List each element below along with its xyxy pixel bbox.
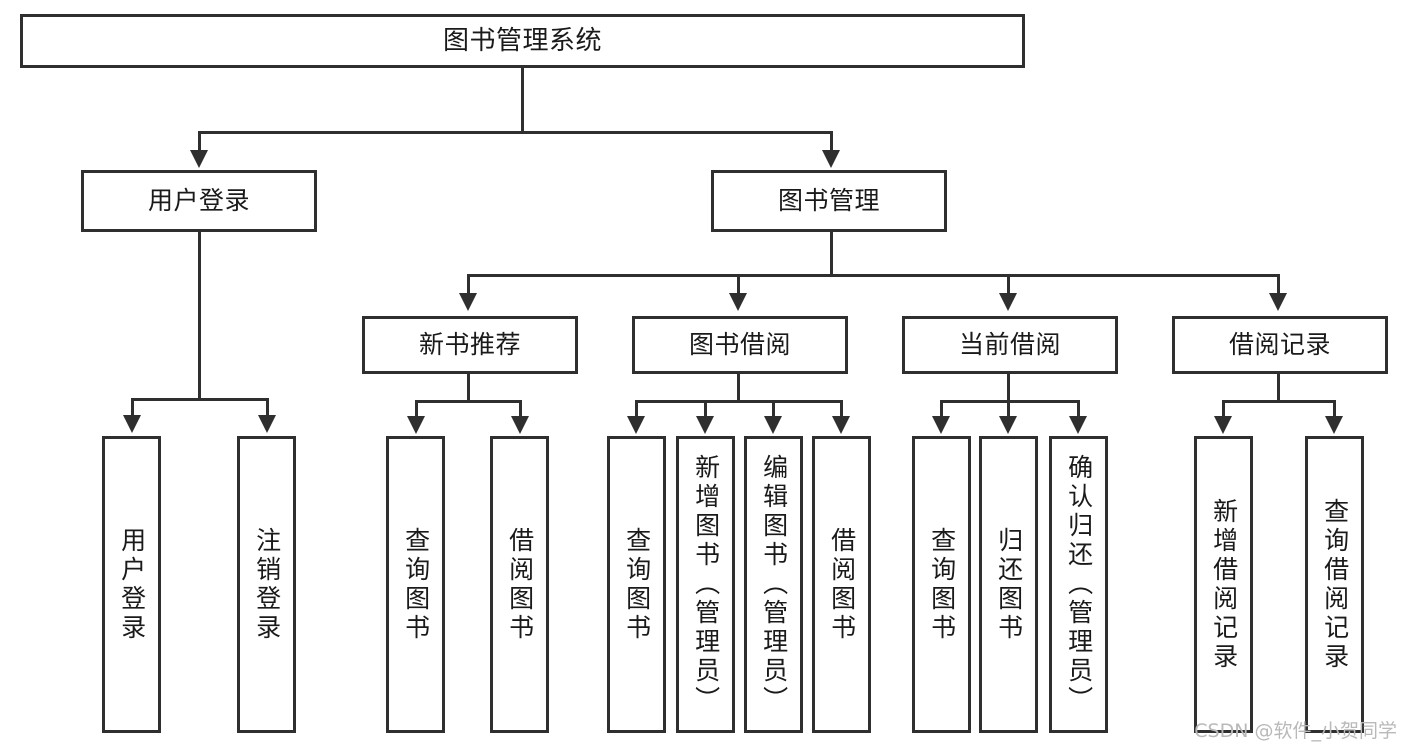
node-leaf-user-login[interactable]: 用户登录: [102, 436, 161, 733]
arrow-cb-to-leaf-3: [1069, 416, 1087, 434]
connector-bb-to-leaf-4: [840, 400, 843, 418]
connector-cb-to-leaf-3: [1077, 400, 1080, 418]
connector-bm-to-new-book-recommend: [467, 274, 470, 296]
node-root-library-management-system[interactable]: 图书管理系统: [20, 14, 1025, 68]
node-label: 查询图书: [622, 526, 652, 643]
arrow-user-login-to-leaf-1: [123, 415, 141, 433]
node-leaf-edit-book[interactable]: 编辑图书（管理员）: [744, 436, 803, 733]
connector-br-bus: [1222, 400, 1336, 403]
node-leaf-query-book-1[interactable]: 查询图书: [386, 436, 445, 733]
arrow-bb-to-leaf-4: [832, 416, 850, 434]
arrow-root-to-user-login: [190, 150, 208, 168]
connector-cb-to-leaf-1: [940, 400, 943, 418]
node-leaf-confirm-return[interactable]: 确认归还（管理员）: [1049, 436, 1108, 733]
node-label: 归还图书: [994, 526, 1024, 643]
arrow-bm-to-new-book-recommend: [459, 293, 477, 311]
connector-bb-to-leaf-2: [704, 400, 707, 418]
connector-nbr-to-leaf-2: [519, 400, 522, 418]
connector-bm-to-current-borrow: [1007, 274, 1010, 296]
node-label: 借阅图书: [827, 526, 857, 643]
node-book-management[interactable]: 图书管理: [711, 170, 947, 232]
node-current-borrow[interactable]: 当前借阅: [902, 316, 1118, 374]
connector-user-login-to-leaf-1: [131, 398, 134, 418]
node-label: 用户登录: [147, 186, 250, 216]
node-label: 新增借阅记录: [1209, 497, 1239, 672]
node-leaf-query-book-2[interactable]: 查询图书: [607, 436, 666, 733]
node-label: 借阅图书: [505, 526, 535, 643]
node-label: 新书推荐: [418, 330, 521, 360]
node-leaf-add-book[interactable]: 新增图书（管理员）: [676, 436, 735, 733]
node-label: 图书管理系统: [442, 25, 602, 56]
arrow-cb-to-leaf-2: [999, 416, 1017, 434]
connector-nbr-stem: [467, 374, 470, 402]
node-label: 查询图书: [401, 526, 431, 643]
node-label: 编辑图书（管理员）: [759, 454, 789, 715]
arrow-bm-to-current-borrow: [999, 293, 1017, 311]
connector-user-login-to-leaf-2: [266, 398, 269, 418]
node-leaf-return-book[interactable]: 归还图书: [979, 436, 1038, 733]
connector-br-to-leaf-1: [1222, 400, 1225, 418]
connector-bb-to-leaf-1: [635, 400, 638, 418]
connector-root-bus: [198, 131, 833, 134]
arrow-bm-to-borrow-record: [1269, 293, 1287, 311]
connector-book-management-bus: [467, 274, 1279, 277]
arrow-nbr-to-leaf-2: [511, 416, 529, 434]
arrow-root-to-book-management: [822, 150, 840, 168]
node-leaf-add-record[interactable]: 新增借阅记录: [1194, 436, 1253, 733]
node-leaf-logout-login[interactable]: 注销登录: [237, 436, 296, 733]
node-label: 确认归还（管理员）: [1064, 454, 1094, 715]
watermark-text: CSDN @软件_小贺同学: [1194, 720, 1397, 742]
arrow-bm-to-book-borrow: [729, 293, 747, 311]
node-borrow-record[interactable]: 借阅记录: [1172, 316, 1388, 374]
connector-bm-to-book-borrow: [737, 274, 740, 296]
node-label: 借阅记录: [1228, 330, 1331, 360]
connector-br-to-leaf-2: [1333, 400, 1336, 418]
node-new-book-recommend[interactable]: 新书推荐: [362, 316, 578, 374]
node-label: 查询图书: [927, 526, 957, 643]
connector-user-login-bus: [131, 398, 269, 401]
connector-root-to-user-login: [198, 131, 201, 153]
connector-cb-stem: [1007, 374, 1010, 402]
node-label: 图书管理: [777, 186, 880, 216]
node-leaf-query-record[interactable]: 查询借阅记录: [1305, 436, 1364, 733]
node-label: 新增图书（管理员）: [691, 454, 721, 715]
node-user-login[interactable]: 用户登录: [81, 170, 317, 232]
node-leaf-borrow-book-2[interactable]: 借阅图书: [812, 436, 871, 733]
connector-cb-to-leaf-2: [1007, 400, 1010, 418]
arrow-bb-to-leaf-3: [764, 416, 782, 434]
arrow-bb-to-leaf-2: [696, 416, 714, 434]
connector-root-to-book-management: [830, 131, 833, 153]
connector-nbr-to-leaf-1: [415, 400, 418, 418]
connector-bm-to-borrow-record: [1277, 274, 1280, 296]
connector-bb-stem: [737, 374, 740, 402]
connector-br-stem: [1277, 374, 1280, 402]
node-label: 查询借阅记录: [1320, 497, 1350, 672]
node-label: 当前借阅: [958, 330, 1061, 360]
connector-user-login-stem: [198, 232, 201, 400]
connector-cb-bus: [940, 400, 1080, 403]
arrow-nbr-to-leaf-1: [407, 416, 425, 434]
connector-nbr-bus: [415, 400, 522, 403]
connector-root-stem: [521, 68, 524, 132]
arrow-cb-to-leaf-1: [932, 416, 950, 434]
node-book-borrow[interactable]: 图书借阅: [632, 316, 848, 374]
arrow-br-to-leaf-1: [1214, 416, 1232, 434]
arrow-user-login-to-leaf-2: [258, 415, 276, 433]
node-label: 注销登录: [252, 526, 282, 643]
node-leaf-borrow-book-1[interactable]: 借阅图书: [490, 436, 549, 733]
connector-bb-bus: [635, 400, 843, 403]
connector-bb-to-leaf-3: [772, 400, 775, 418]
connector-book-management-stem: [830, 232, 833, 276]
node-label: 图书借阅: [688, 330, 791, 360]
arrow-bb-to-leaf-1: [627, 416, 645, 434]
arrow-br-to-leaf-2: [1325, 416, 1343, 434]
node-label: 用户登录: [117, 526, 147, 643]
node-leaf-query-book-3[interactable]: 查询图书: [912, 436, 971, 733]
